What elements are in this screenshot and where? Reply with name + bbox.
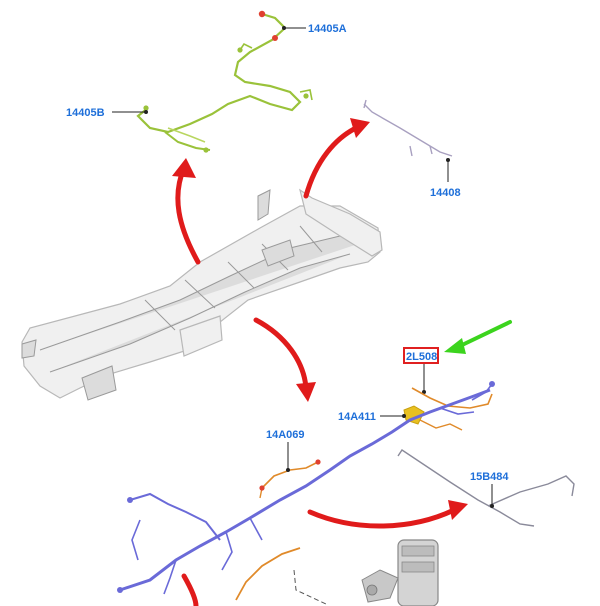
label-14a411[interactable]: 14A411 [338, 411, 376, 423]
arrow-head-icon [296, 382, 316, 402]
label-14405a[interactable]: 14405A [308, 23, 347, 35]
label-14405b[interactable]: 14405B [66, 107, 105, 119]
highlight-box [403, 347, 439, 364]
label-14a069[interactable]: 14A069 [266, 429, 305, 441]
harness-14408-group [363, 99, 453, 182]
harness-14405-group [112, 10, 313, 153]
green-arrow-group [444, 320, 512, 354]
harness-14a069-group [117, 381, 495, 605]
module-component-group [361, 539, 439, 606]
label-2l508[interactable]: 2L508 [406, 351, 437, 363]
chassis-frame-group [21, 188, 383, 401]
arrow-head-icon [172, 158, 196, 178]
harness-15b484-group [397, 449, 575, 527]
label-14408[interactable]: 14408 [430, 187, 461, 199]
arrow-head-icon [448, 500, 468, 520]
connector-icon [315, 459, 321, 465]
connector-icon [258, 10, 266, 18]
label-15b484[interactable]: 15B484 [470, 471, 509, 483]
green-arrow-icon [444, 338, 466, 354]
arrow-head-icon [350, 118, 370, 138]
red-arrows-group [172, 118, 468, 606]
connector-icon [272, 35, 278, 41]
connector-icon [259, 485, 265, 491]
